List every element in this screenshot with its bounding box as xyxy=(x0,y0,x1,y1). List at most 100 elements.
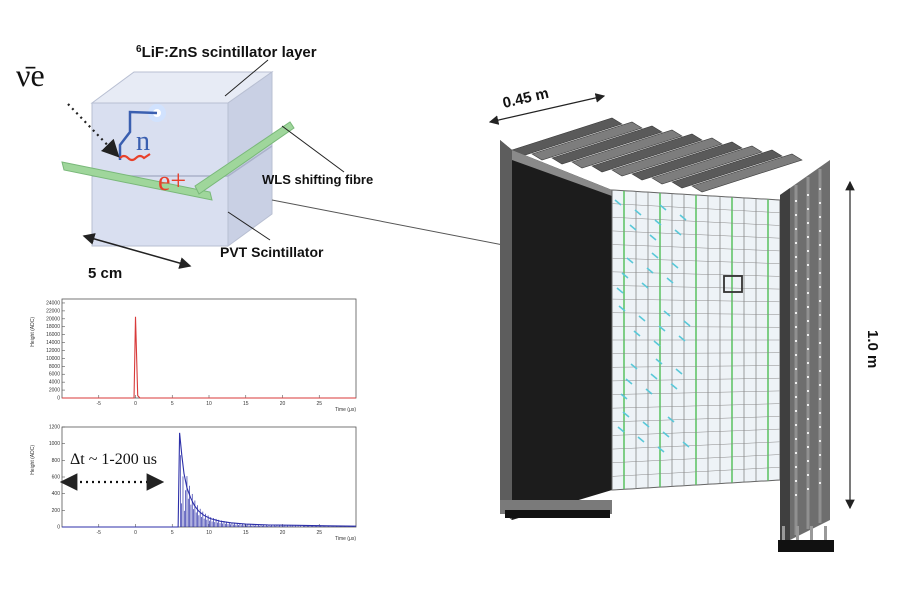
fibre-glint xyxy=(641,282,649,289)
frame-bolt xyxy=(795,270,797,272)
x-tick-label: -5 xyxy=(97,530,102,536)
plot-frame xyxy=(61,298,357,399)
grid-row-line xyxy=(611,428,781,436)
fibre-glint xyxy=(663,310,671,317)
fibre-glint xyxy=(671,262,679,269)
grid-row-line xyxy=(611,285,781,290)
fibre-glint xyxy=(659,204,667,211)
frame-bolt xyxy=(795,396,797,398)
waveform-chart-top: 0200040006000800010000120001400016000180… xyxy=(30,298,357,413)
fibre-glint xyxy=(674,229,682,236)
frame-bolt xyxy=(807,488,809,490)
frame-bolt xyxy=(807,474,809,476)
frame-bolt xyxy=(819,188,821,190)
y-tick-label: 8000 xyxy=(49,364,60,370)
frame-bolt xyxy=(795,298,797,300)
frame-bolt xyxy=(819,384,821,386)
grid-row-line xyxy=(611,312,781,315)
frame-bolt xyxy=(807,404,809,406)
y-tick-label: 24000 xyxy=(46,300,60,306)
x-tick-label: 15 xyxy=(243,401,249,407)
wls-fibre xyxy=(61,121,295,201)
frame-bolt xyxy=(795,410,797,412)
foot-post xyxy=(782,526,785,542)
x-tick-label: 5 xyxy=(171,530,174,536)
frame-bolt xyxy=(819,230,821,232)
frame-bolt xyxy=(807,390,809,392)
top-frame-bar xyxy=(651,145,763,185)
y-tick-label: 600 xyxy=(52,475,61,481)
frame-bolt xyxy=(819,468,821,470)
fibre-glint xyxy=(679,214,687,221)
fibre-glint xyxy=(683,320,691,327)
frame-bolt xyxy=(795,312,797,314)
grid-row-line xyxy=(611,271,781,277)
grid-row-line xyxy=(611,189,781,201)
cube-dimension-arrow xyxy=(82,233,192,269)
frame-bolt xyxy=(795,452,797,454)
grid-row-line xyxy=(611,467,781,477)
x-tick-label: 20 xyxy=(280,401,286,407)
fibre-glint xyxy=(638,315,646,322)
fibre-glint xyxy=(675,368,683,375)
frame-bolt xyxy=(819,454,821,456)
frame-bolt xyxy=(819,286,821,288)
highlighted-cube xyxy=(723,275,743,293)
grid-row-line xyxy=(611,244,781,252)
frame-bolt xyxy=(819,216,821,218)
x-tick-label: 20 xyxy=(280,530,286,536)
frame-bolt xyxy=(819,272,821,274)
frame-bolt xyxy=(807,376,809,378)
frame-bolt xyxy=(807,306,809,308)
detector-module xyxy=(500,117,834,552)
frame-bolt xyxy=(819,244,821,246)
fibre-glint xyxy=(634,209,642,216)
y-tick-label: 400 xyxy=(52,491,61,497)
frame-bolt xyxy=(819,356,821,358)
fibre-glint xyxy=(622,411,630,418)
fibre-glint xyxy=(657,446,665,453)
frame-bolt xyxy=(807,194,809,196)
grid-row-line xyxy=(611,352,781,354)
fibre-glint xyxy=(626,257,634,264)
fibre-glint xyxy=(621,272,629,279)
top-frame-bar xyxy=(551,125,663,165)
frame-bolt xyxy=(819,314,821,316)
grid-row-line xyxy=(611,479,781,491)
layer-label: 6LiF:ZnS scintillator layer xyxy=(136,44,317,61)
grid-row-line xyxy=(611,298,781,303)
x-axis-label: Time (μs) xyxy=(335,407,356,413)
frame-bolt xyxy=(795,242,797,244)
fibre-glint xyxy=(667,416,675,423)
y-tick-label: 12000 xyxy=(46,348,60,354)
fibre-glint xyxy=(633,330,641,337)
waveform-line xyxy=(62,316,356,399)
foot-post xyxy=(796,526,799,542)
x-tick-label: 0 xyxy=(134,401,137,407)
frame-bolt xyxy=(807,208,809,210)
plot-frame xyxy=(61,426,357,528)
fibre-glint xyxy=(670,383,678,390)
frame-bolt xyxy=(819,426,821,428)
frame-bolt xyxy=(795,438,797,440)
grid-row-line xyxy=(611,365,781,368)
top-frame-bar xyxy=(691,153,803,193)
frame-bolt xyxy=(819,440,821,442)
fibre-glint xyxy=(653,340,661,347)
top-frame-bar xyxy=(531,121,643,161)
frame-bolt xyxy=(795,214,797,216)
fibre-glint xyxy=(630,363,638,370)
neutrino-path xyxy=(67,103,120,158)
grid-row-line xyxy=(611,403,781,409)
fibre-glint xyxy=(637,436,645,443)
frame-bolt xyxy=(819,398,821,400)
frame-bolt xyxy=(795,368,797,370)
neutron-label: n xyxy=(136,126,150,157)
frame-bolt xyxy=(807,432,809,434)
fibre-glint xyxy=(629,224,637,231)
fibre-glint xyxy=(646,267,654,274)
positron-label-text: e+ xyxy=(158,166,186,197)
frame-bolt xyxy=(819,258,821,260)
y-axis-label: Height (ADC) xyxy=(30,317,36,347)
